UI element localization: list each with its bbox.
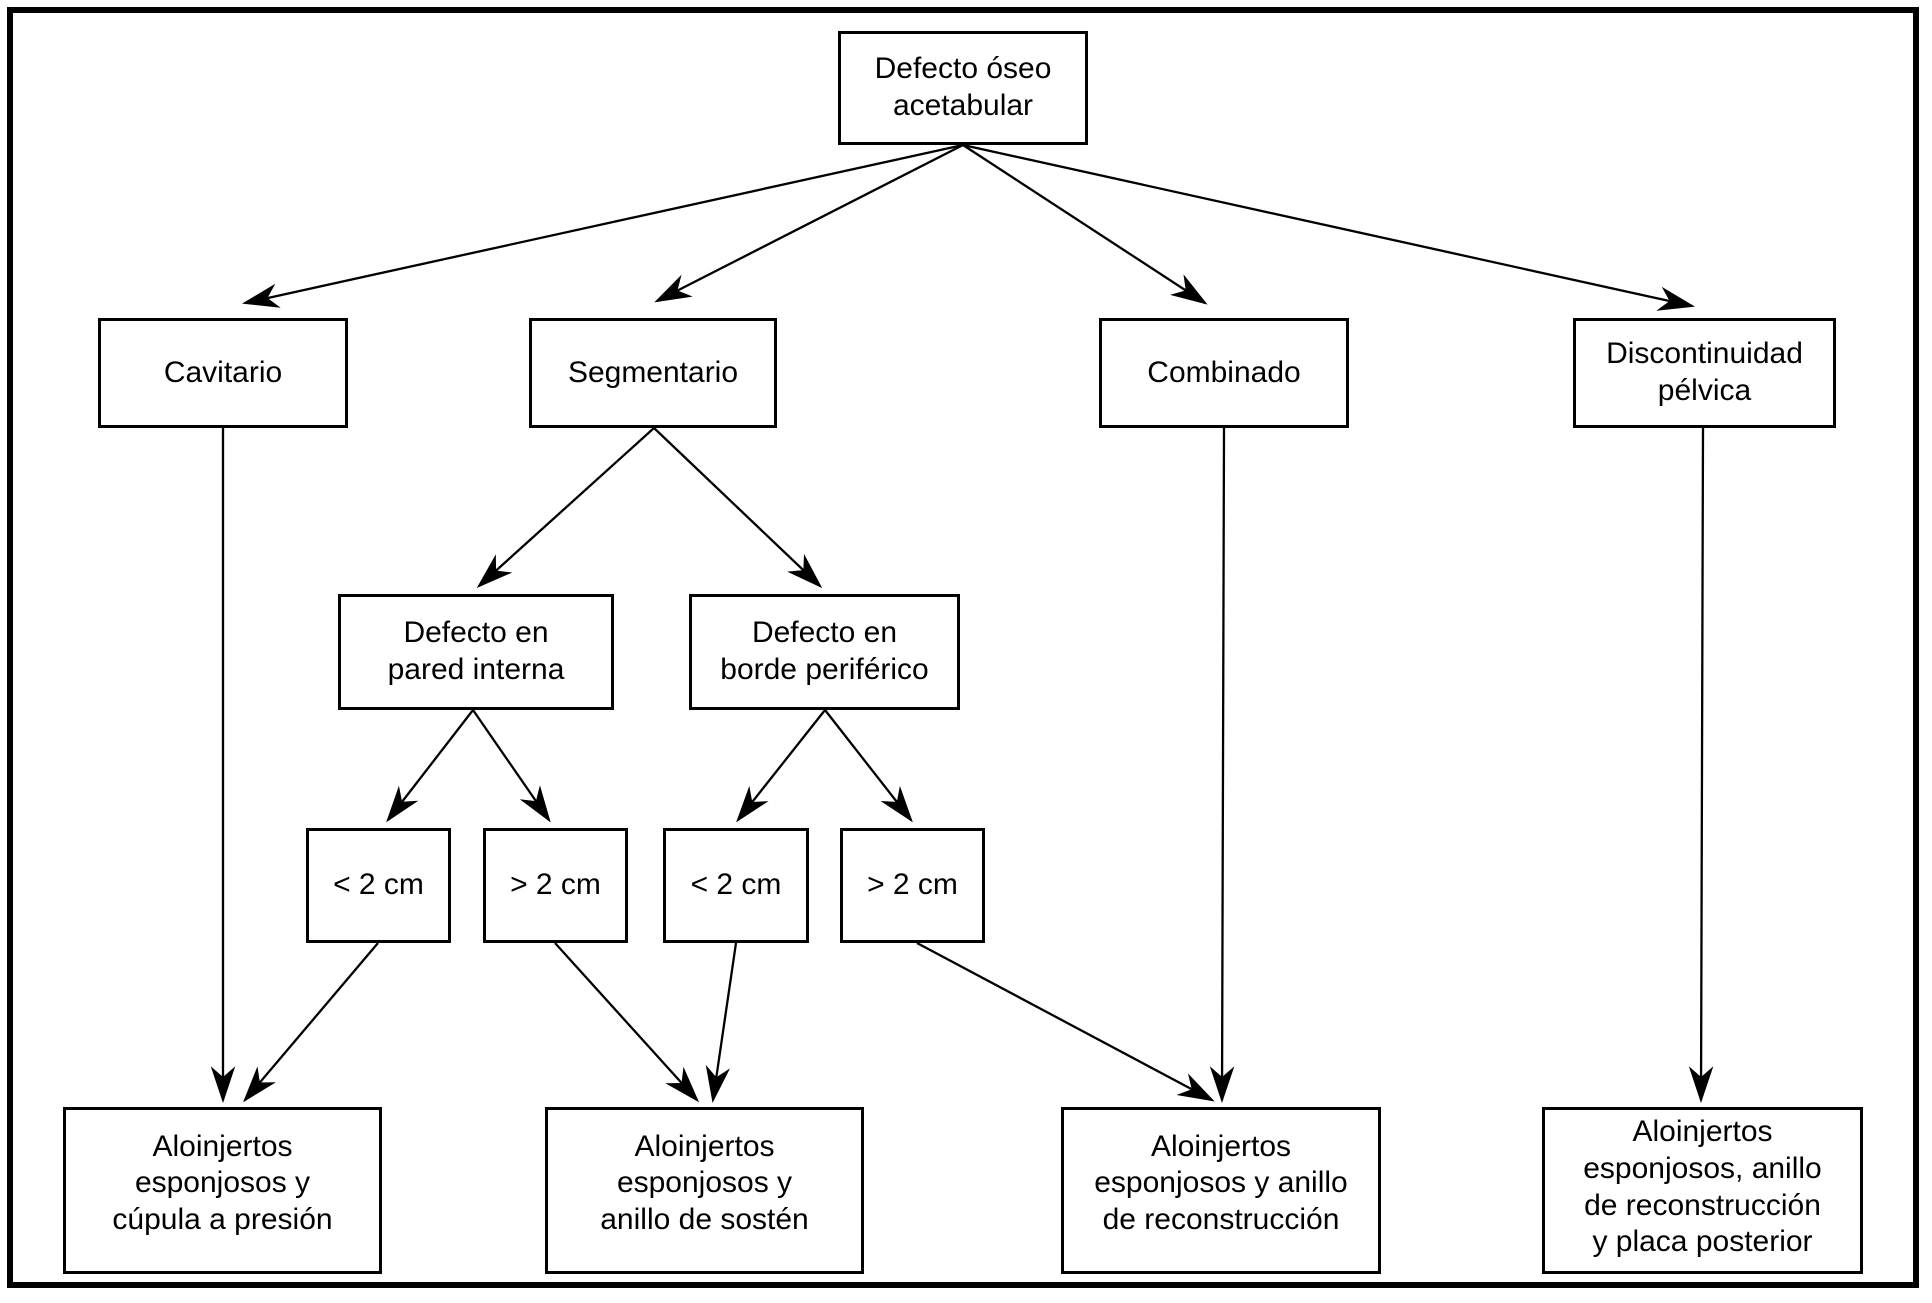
arrow-root-to-combinado (962, 144, 1208, 305)
node-label: Aloinjertos esponjosos y anillo de sosté… (600, 1129, 809, 1236)
node-label: < 2 cm (333, 868, 424, 902)
node-label: < 2 cm (690, 868, 782, 902)
node-aloinjertos-anillo-sosten: Aloinjertos esponjosos y anillo de sosté… (545, 1107, 864, 1274)
arrow-mayor2b-to-reconstruccion (916, 941, 1215, 1102)
node-aloinjertos-cupula-presion: Aloinjertos esponjosos y cúpula a presió… (63, 1107, 382, 1274)
arrow-borde-to-mayor2 (824, 709, 913, 823)
node-label: Aloinjertos esponjosos y anillo de recon… (1094, 1129, 1348, 1236)
arrow-pared-to-mayor2 (472, 709, 551, 823)
node-defecto-borde-periferico: Defecto en borde periférico (689, 594, 960, 710)
node-label: Discontinuidad pélvica (1606, 337, 1803, 407)
arrow-menor2a-to-cupula (243, 942, 379, 1103)
node-label: > 2 cm (510, 868, 601, 902)
arrow-root-to-segmentario (654, 143, 964, 303)
node-label: Defecto óseo acetabular (874, 52, 1052, 122)
node-borde-menor-2cm: < 2 cm (663, 828, 809, 943)
node-label: Defecto en borde periférico (720, 616, 929, 686)
node-label: Combinado (1147, 355, 1301, 389)
node-label: Segmentario (567, 355, 739, 389)
arrow-pared-to-menor2 (386, 709, 474, 823)
node-borde-mayor-2cm: > 2 cm (840, 828, 985, 943)
arrow-root-to-cavitario (242, 143, 964, 308)
node-aloinjertos-reconstruccion-placa-posterior: Aloinjertos esponjosos, anillo de recons… (1542, 1107, 1863, 1274)
arrow-mayor2a-to-sosten (554, 942, 700, 1103)
node-label: Aloinjertos esponjosos y cúpula a presió… (112, 1129, 333, 1236)
node-defecto-pared-interna: Defecto en pared interna (338, 594, 614, 710)
arrow-borde-to-menor2 (736, 709, 826, 823)
figure-border (7, 7, 1919, 1288)
node-combinado: Combinado (1099, 318, 1349, 428)
node-segmentario: Segmentario (529, 318, 777, 428)
node-label: Defecto en pared interna (387, 616, 565, 686)
node-aloinjertos-anillo-reconstruccion: Aloinjertos esponjosos y anillo de recon… (1061, 1107, 1381, 1274)
arrow-segmentario-to-pared (476, 427, 655, 589)
node-label: Aloinjertos esponjosos, anillo de recons… (1583, 1115, 1822, 1259)
node-label: > 2 cm (867, 868, 958, 902)
node-pared-mayor-2cm: > 2 cm (483, 828, 628, 943)
node-defecto-oseo-acetabular: Defecto óseo acetabular (838, 31, 1088, 145)
arrow-combinado-to-reconstruccion (1209, 427, 1235, 1104)
arrow-segmentario-to-borde (653, 427, 823, 589)
arrow-root-to-discontinuidad (962, 143, 1695, 311)
node-discontinuidad-pelvica: Discontinuidad pélvica (1573, 318, 1836, 428)
node-label: Cavitario (163, 355, 283, 389)
arrow-menor2b-to-sosten (705, 942, 738, 1104)
node-pared-menor-2cm: < 2 cm (306, 828, 451, 943)
node-cavitario: Cavitario (98, 318, 348, 428)
arrow-discontinuidad-to-placa (1688, 427, 1714, 1104)
